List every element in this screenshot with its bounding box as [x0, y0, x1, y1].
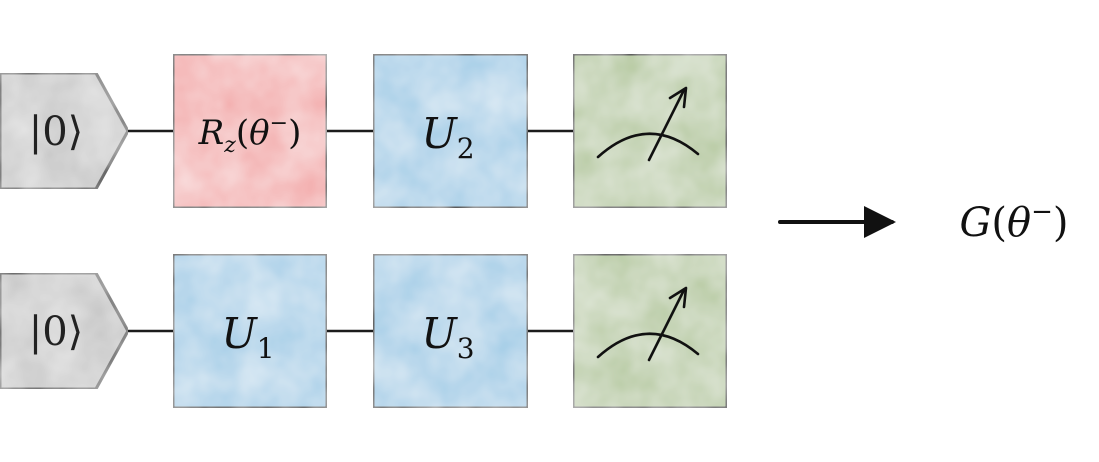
gate-u3: U3	[371, 252, 530, 410]
gate-rz-box	[171, 52, 329, 210]
gate-u3-box	[371, 252, 530, 410]
ket-zero-label: |0⟩	[29, 109, 84, 155]
measurement-row-1	[571, 52, 729, 210]
gate-u1-label: U1	[221, 309, 274, 365]
input-state-row-2: |0⟩	[0, 271, 130, 391]
measurement-meter-icon	[596, 286, 700, 362]
gate-rz: Rz(θ−)	[171, 52, 329, 210]
gate-u1-box	[171, 252, 329, 410]
measurement-meter-icon	[596, 86, 700, 162]
gate-u1: U1	[171, 252, 329, 410]
measurement-box	[571, 252, 729, 410]
gate-rz-label: Rz(θ−)	[198, 111, 302, 158]
measurement-row-2	[571, 252, 729, 410]
input-state-shape	[0, 271, 130, 391]
gate-u3-label: U3	[421, 309, 474, 365]
input-state-shape	[0, 71, 130, 191]
gate-u2-label: U2	[421, 109, 474, 165]
gate-u2: U2	[371, 52, 530, 210]
input-state-row-1: |0⟩	[0, 71, 130, 191]
gate-u2-box	[371, 52, 530, 210]
ket-zero-label: |0⟩	[29, 309, 84, 355]
output-expectation-label: G(θ−)	[959, 197, 1068, 246]
measurement-box	[571, 52, 729, 210]
